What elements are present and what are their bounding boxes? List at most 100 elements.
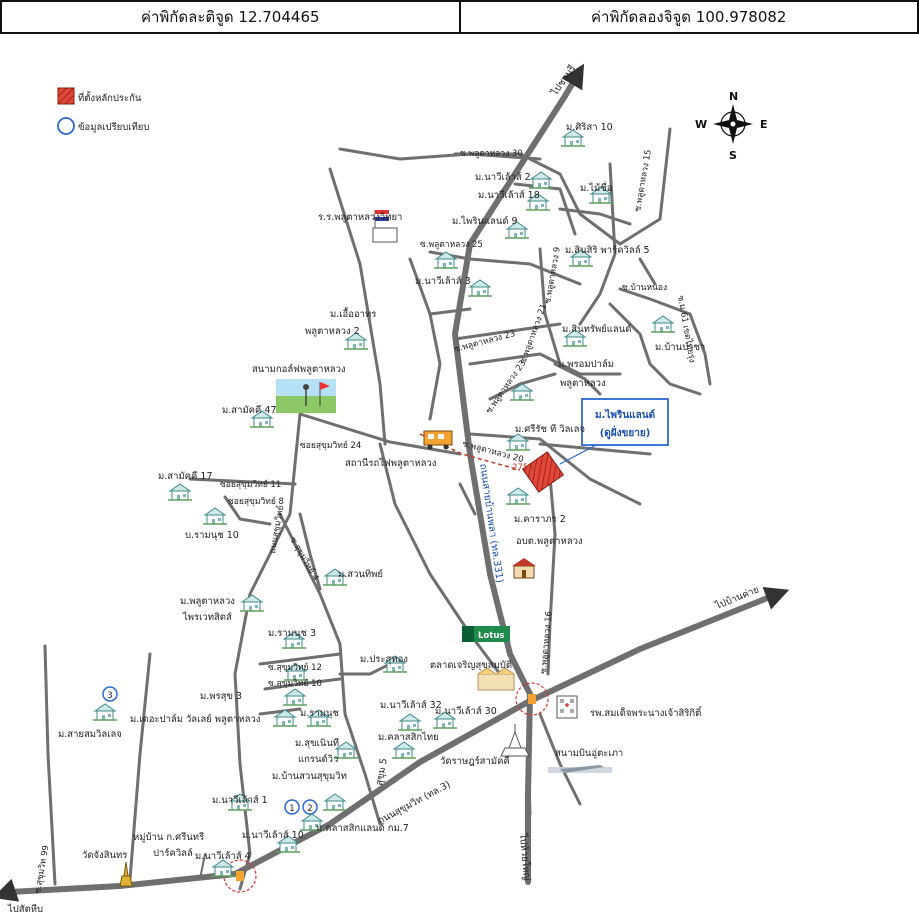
comparison-markers: 1 2 3 bbox=[102, 686, 318, 815]
map-label: วัดจังสินทร bbox=[82, 850, 127, 861]
map-label: ม.นาวีเล้าส์ 3 bbox=[415, 275, 471, 287]
map-label: สถานีรถไฟพลูตาหลวง bbox=[345, 457, 436, 469]
compass-s: S bbox=[729, 149, 737, 162]
house-icon bbox=[167, 483, 193, 501]
map-label: ม.นาวีเล้าส์ 18 bbox=[478, 189, 540, 201]
comparison-legend-circle bbox=[57, 117, 75, 135]
map-label: ม.สุขเนินที bbox=[295, 737, 339, 749]
subject-marker bbox=[521, 451, 565, 493]
traffic-light-icon bbox=[236, 871, 244, 881]
map-label: ม.คลาสสิกแลนด์ กม.7 bbox=[316, 822, 409, 834]
road-network bbox=[0, 63, 790, 902]
map-label: ซ.พลูตาหลวง 15 bbox=[633, 149, 654, 213]
map-label: รพ.สมเด็จพระนางเจ้าสิริกิติ์ bbox=[590, 705, 703, 719]
comparison-2-number: 2 bbox=[307, 804, 312, 814]
map-label: ม.พรอมปาล์ม bbox=[558, 358, 614, 370]
map-label: สุขุม 5 bbox=[374, 757, 390, 786]
map-label: ม.เดอะปาล์ม วัลเลย์ พลูตาหลวง bbox=[130, 713, 260, 725]
map-label: ซ.พลูตาหลวง 30 bbox=[460, 149, 523, 159]
map-label: ซ.พลูตาหลวง 16 bbox=[539, 611, 554, 674]
subject-name: ม.ไพรินแลนด์ bbox=[595, 408, 655, 421]
map-label: สนามกอล์ฟพลูตาหลวง bbox=[252, 363, 346, 375]
house-icon bbox=[528, 171, 554, 189]
map-label: ม.บ้านป่าชา bbox=[655, 342, 705, 353]
comparison-1 bbox=[284, 799, 300, 815]
latitude-cell: ค่าพิกัดละติจูด 12.704465 bbox=[0, 0, 461, 34]
map-label: ร.ร.พลูตาหลวงวิทยา bbox=[318, 212, 402, 223]
map-label: สนามบินอู่ตะเภา bbox=[555, 748, 623, 759]
map-label: ซ.บ้านหนอง bbox=[622, 282, 667, 293]
map-label: แกรนด์วิว bbox=[298, 753, 338, 765]
map-label: ม.พรสุข 3 bbox=[200, 691, 242, 702]
map-label: ม.เอื้ออาทร bbox=[330, 307, 376, 320]
map-label: ม.รามนุช 3 bbox=[268, 628, 316, 639]
map-label: ซอยสุขุมวิทย์ 8 bbox=[228, 496, 284, 507]
map-label: ม.สินทรัพย์แลนด์ bbox=[562, 323, 631, 335]
map-label: หมู่บ้าน ก.ศรีนทรี bbox=[133, 831, 204, 843]
map-label: ม.นาวีเล้าส์ 4 bbox=[195, 850, 251, 862]
map-label: ม.ไม้ชื่อ bbox=[580, 181, 612, 194]
map-label: ซ.พลูตาหลวง 23 bbox=[453, 329, 516, 355]
comparison-3 bbox=[102, 686, 118, 702]
map-label: ซ.สุขุมวิทย์ 12 bbox=[268, 662, 322, 673]
house-icon bbox=[391, 741, 417, 759]
legend: ที่ตั้งหลักประกัน ข้อมูลเปรียบเทียบ bbox=[57, 87, 149, 135]
golf-course bbox=[276, 379, 336, 413]
map-label: ซ.สุขุมวิทย์ 10 bbox=[268, 678, 322, 689]
longitude-cell: ค่าพิกัดลองจิจูด 100.978082 bbox=[460, 0, 919, 34]
map-label: ม.นาวีเล้าส์ 32 bbox=[380, 699, 442, 711]
market-icon bbox=[477, 667, 515, 691]
house-icon bbox=[202, 507, 228, 525]
comparison-3-number: 3 bbox=[107, 691, 112, 701]
map-label: พลูตาหลวง 2 bbox=[305, 326, 360, 337]
map-label: ม.สินสิริ พาร์ควิลล์ 5 bbox=[565, 244, 650, 256]
house-icon bbox=[650, 315, 676, 333]
house-icon bbox=[92, 703, 118, 721]
compass-n: N bbox=[729, 90, 738, 103]
subject-note: (ดูฝั่งขยาย) bbox=[600, 425, 651, 440]
hospital-icon bbox=[556, 695, 578, 719]
compass-w: W bbox=[695, 118, 707, 131]
map-label: ม.สามัคคี 47 bbox=[222, 404, 277, 416]
map-label: ม.นาวีเล้าส์ 30 bbox=[435, 705, 497, 717]
map-label: ม.สวนทิพย์ bbox=[338, 568, 383, 580]
intersection-marker bbox=[515, 682, 549, 716]
traffic-light-icon bbox=[528, 694, 536, 704]
map-label: อบต.พลูตาหลวง bbox=[516, 536, 583, 547]
comparison-1-number: 1 bbox=[289, 804, 294, 814]
map-label: ม.รามนุช bbox=[300, 708, 339, 719]
map-label: ม.คลาสสิกไทย bbox=[378, 731, 439, 743]
legend-appraised-label: ที่ตั้งหลักประกัน bbox=[78, 91, 142, 104]
house-icon bbox=[239, 594, 265, 612]
subject-callout bbox=[581, 398, 669, 446]
map-label: ม.ประสุทอง bbox=[360, 654, 408, 665]
map-labels: ไปชลบุรี ม.ศิริสา 10 ซ.พลูตาหลวง 30 ม.นา… bbox=[7, 63, 761, 915]
house-icon bbox=[282, 688, 308, 706]
label-to-huaiyai: ไปห้วยใหญ่ bbox=[517, 832, 533, 881]
compass-rose: N S W E bbox=[695, 90, 768, 162]
house-icon bbox=[322, 793, 348, 811]
map-label: ม.สายสมวิลเลจ bbox=[58, 729, 122, 740]
map-label: วัดราษฎร์สามัคคี bbox=[440, 755, 510, 767]
map-label: ม.คาราภร 2 bbox=[514, 514, 566, 525]
map-label: พลูตาหลวง bbox=[560, 378, 606, 389]
map-label: ซ.พลูตาหลวง 25 bbox=[420, 240, 483, 250]
map-label: ม.บ้านสวนสุขุมวิท bbox=[272, 771, 347, 782]
temple-icon bbox=[500, 724, 530, 757]
appraised-legend-swatch bbox=[57, 87, 75, 105]
map-label: ตลาดเจริญสุขสมบัติ bbox=[430, 660, 512, 671]
map-label: ม.นาวีเล้าส์ 10 bbox=[242, 829, 304, 841]
aoto-icon bbox=[512, 558, 536, 579]
map-label: ซ.สุขุมวิทย์ 4 bbox=[287, 535, 321, 583]
lotus-label: Lotus bbox=[478, 631, 504, 641]
subject-property: ม.ไพรินแลนด์ (ดูฝั่งขยาย) 275 ม. bbox=[512, 398, 669, 493]
house-icon bbox=[505, 487, 531, 505]
distance-label: 275 ม. bbox=[512, 463, 539, 473]
house-icon bbox=[397, 713, 423, 731]
map-label: ปาร์ควิลล์ bbox=[153, 847, 193, 859]
map-label: ม.พลูตาหลวง bbox=[180, 596, 235, 607]
map-label: บ.รามนุช 10 bbox=[185, 530, 239, 541]
map-label: ม.ไพรินแลนด์ 9 bbox=[452, 215, 518, 227]
map-label: ม.ศิริสา 10 bbox=[566, 122, 613, 133]
road-sukhumvit bbox=[7, 594, 773, 895]
